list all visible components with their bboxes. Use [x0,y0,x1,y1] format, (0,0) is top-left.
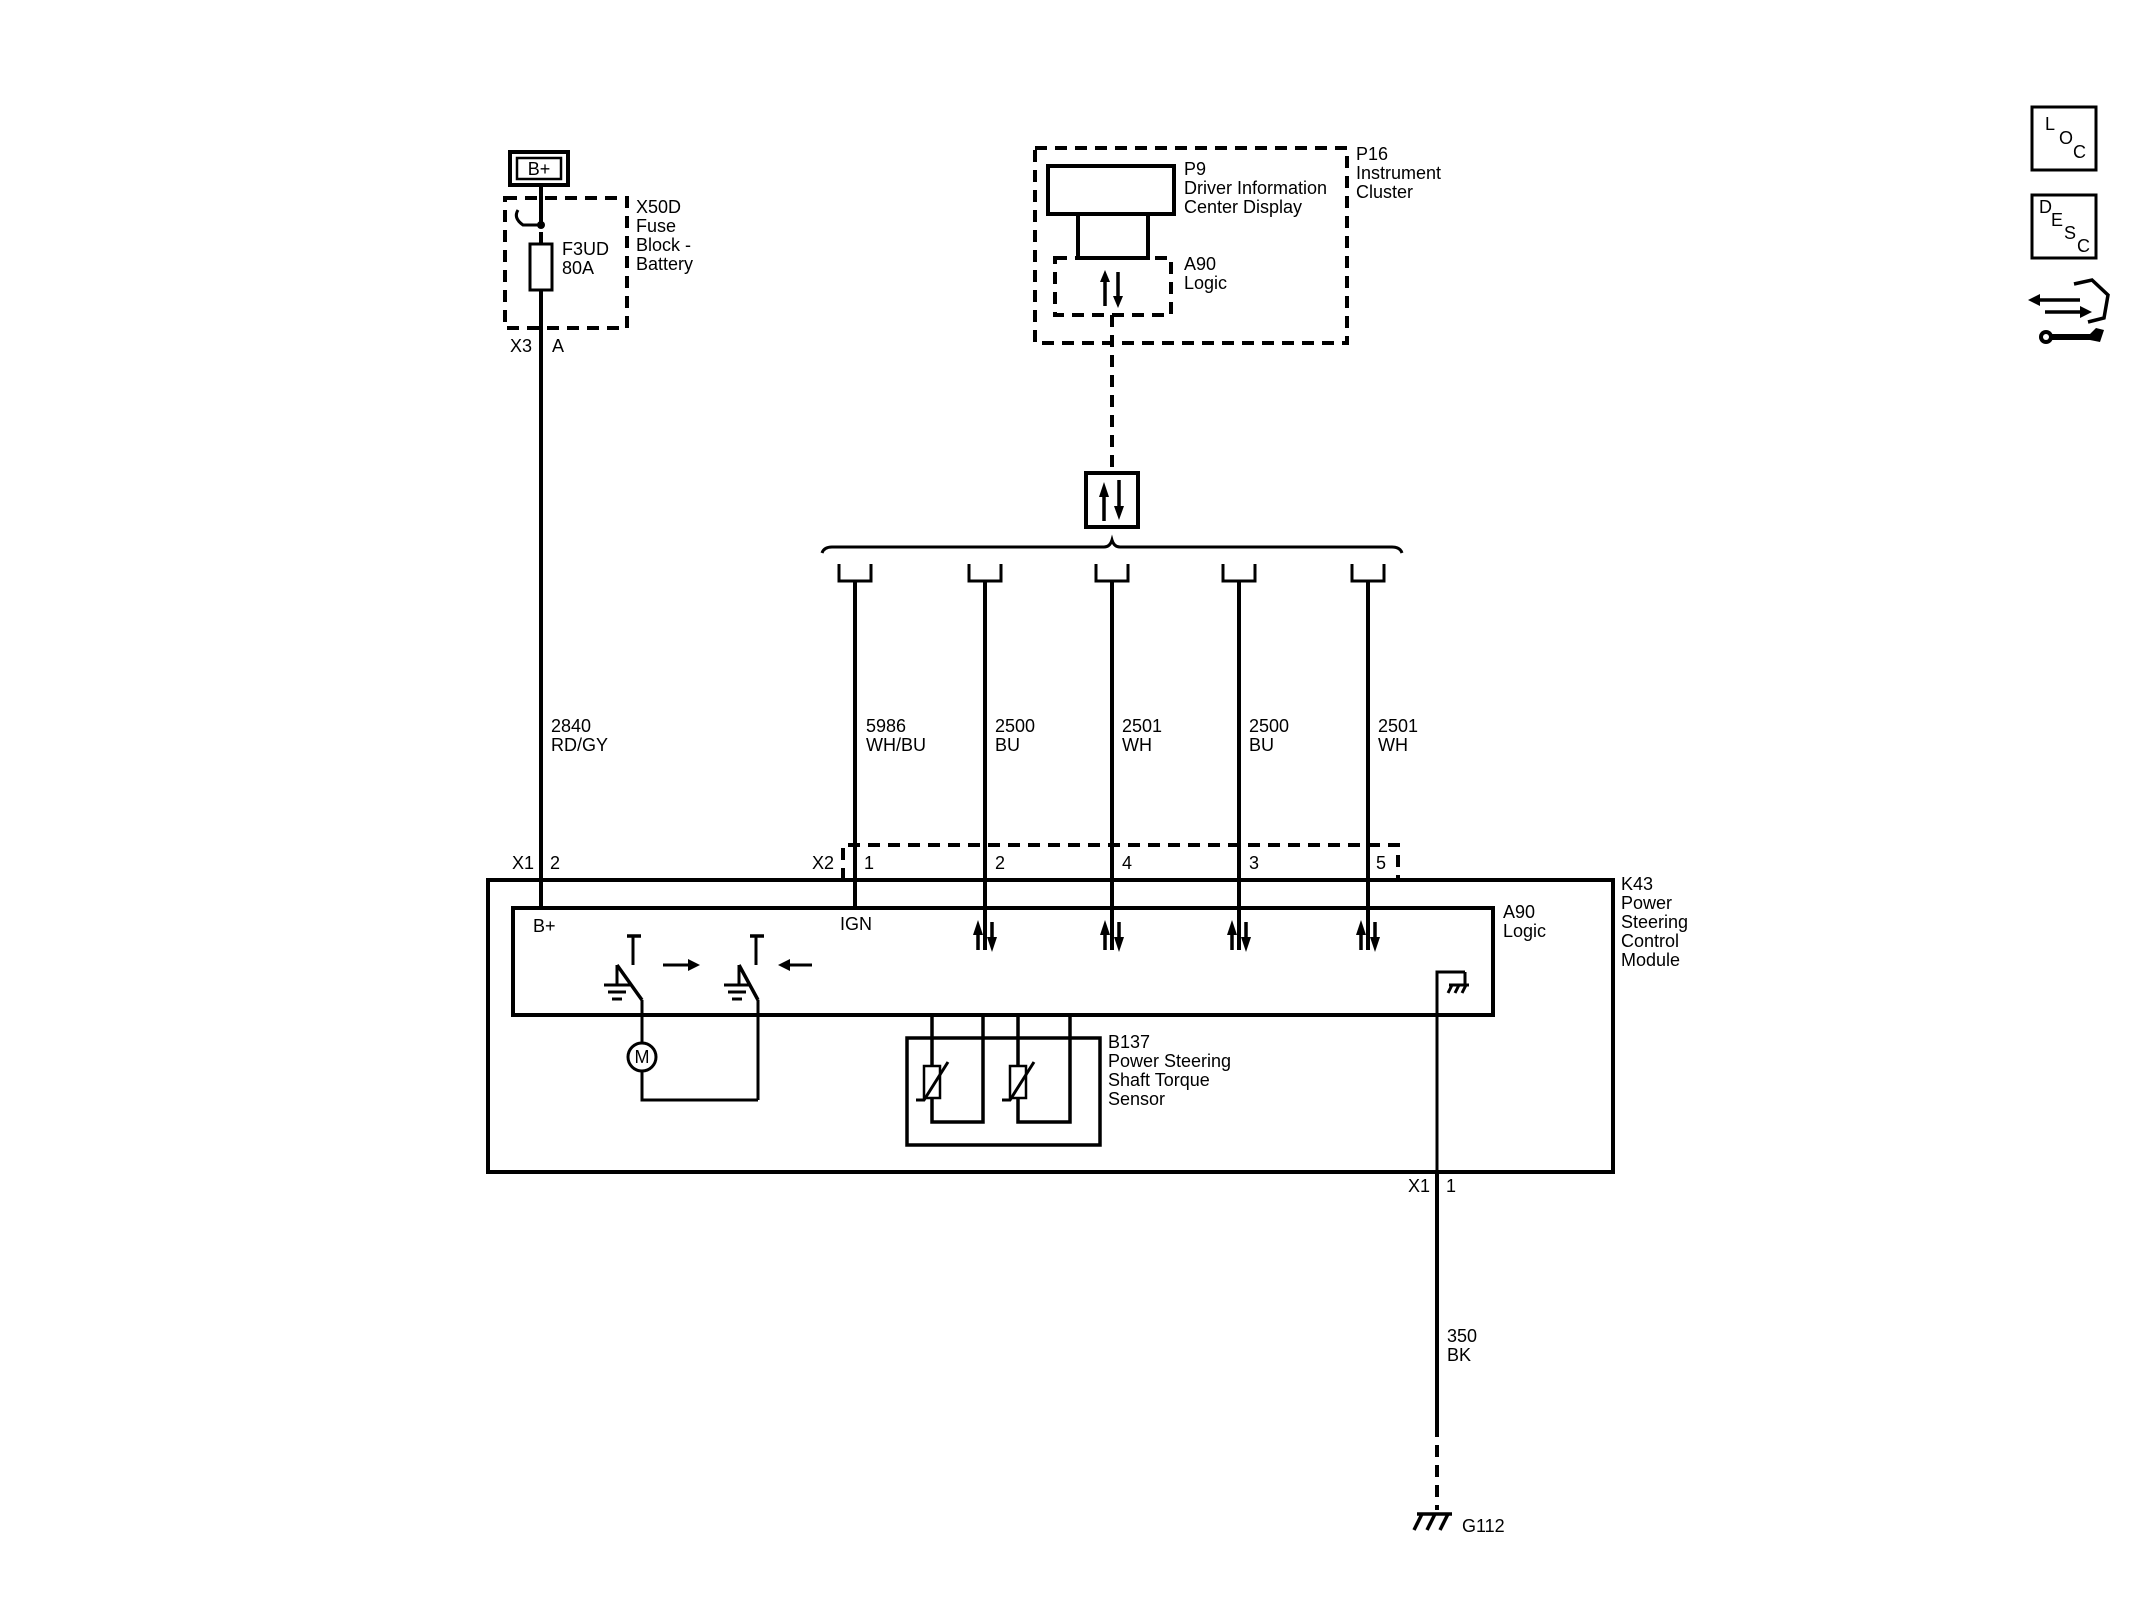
cluster-name: P16 Instrument Cluster [1356,144,1446,202]
ground-g112-icon [1412,1512,1452,1531]
data-wires [853,581,1370,950]
instrument-cluster-p16: P16 Instrument Cluster P9 Driver Informa… [1033,144,1446,345]
display-name: P9 Driver Information Center Display [1184,159,1332,217]
driver-info-display [1046,164,1176,216]
x2-pin-3: 3 [1249,853,1259,873]
cluster-logic-box [1053,256,1173,317]
battery-power-source: B+ [508,150,570,187]
cluster-logic-name: A90 Logic [1184,254,1227,293]
wire-2501-a-label: 2501 WH [1122,716,1167,755]
motor-switch-2-icon [724,934,812,1100]
fuse-connector-pin: A [552,336,564,356]
module-logic-box [511,906,1495,1017]
motor-switch-1-icon [604,934,700,1048]
x2-pin-2: 2 [995,853,1005,873]
x1-top-connector-name: X1 [512,853,534,873]
fuse-label: F3UD 80A [562,239,614,278]
wire-2500-a-label: 2500 BU [995,716,1040,755]
connector-repair-icon[interactable] [2028,278,2110,344]
x2-pin-1: 1 [864,853,874,873]
svg-text:L: L [2045,114,2055,134]
svg-text:O: O [2059,128,2073,148]
sensor-name: B137 Power Steering Shaft Torque Sensor [1108,1032,1236,1109]
thermistor-1-icon [922,1064,942,1100]
x2-connector-name: X2 [812,853,834,873]
module-data-arrows-icons [973,920,1380,952]
ground-name: G112 [1462,1516,1505,1536]
wire-350-label: 350 BK [1447,1326,1482,1365]
wire-2840-label: 2840 RD/GY [551,716,608,755]
x2-pin-4: 4 [1122,853,1132,873]
x2-connector-outline [841,843,1400,880]
fuse-block-name: X50D Fuse Block - Battery [636,197,696,274]
fuse-symbol [528,242,554,292]
thermistor-2-icon [1008,1064,1028,1100]
svg-text:C: C [2073,142,2086,162]
ign-input-label: IGN [840,914,872,934]
torque-sensor-b137: B137 Power Steering Shaft Torque Sensor [905,1015,1236,1147]
svg-text:S: S [2064,223,2076,243]
loc-icon[interactable]: L O C [2030,105,2098,172]
fuse-tap-symbol [514,209,541,227]
chassis-ground-icon [1435,970,1469,1172]
svg-text:M: M [635,1047,650,1067]
wire-2501-b-label: 2501 WH [1378,716,1423,755]
module-logic-name: A90 Logic [1503,902,1546,941]
data-bus-brace [820,534,1404,554]
power-label: B+ [528,159,551,179]
serial-data-icon [1084,471,1140,529]
module-name: K43 Power Steering Control Module [1621,874,1693,970]
bplus-input-label: B+ [533,916,556,936]
svg-text:E: E [2051,210,2063,230]
power-steering-module-k43: K43 Power Steering Control Module A90 Lo… [486,874,1693,1174]
wire-2500-b-label: 2500 BU [1249,716,1294,755]
x1-top-connector-pin: 2 [550,853,560,873]
svg-text:D: D [2039,197,2052,217]
fuse-block-x50d: X50D Fuse Block - Battery F3UD 80A X3 A [503,185,696,356]
x2-pin-5: 5 [1376,853,1386,873]
desc-icon[interactable]: D E S C [2030,193,2098,260]
bus-connector-cups [837,564,1386,583]
motor-icon: M [626,1041,758,1102]
svg-text:C: C [2077,236,2090,256]
x1-bottom-connector-pin: 1 [1446,1176,1456,1196]
wire-5986-label: 5986 WH/BU [866,716,926,755]
fuse-connector-name: X3 [510,336,532,356]
x1-bottom-connector-name: X1 [1408,1176,1430,1196]
cluster-data-arrows-icon [1100,270,1123,308]
